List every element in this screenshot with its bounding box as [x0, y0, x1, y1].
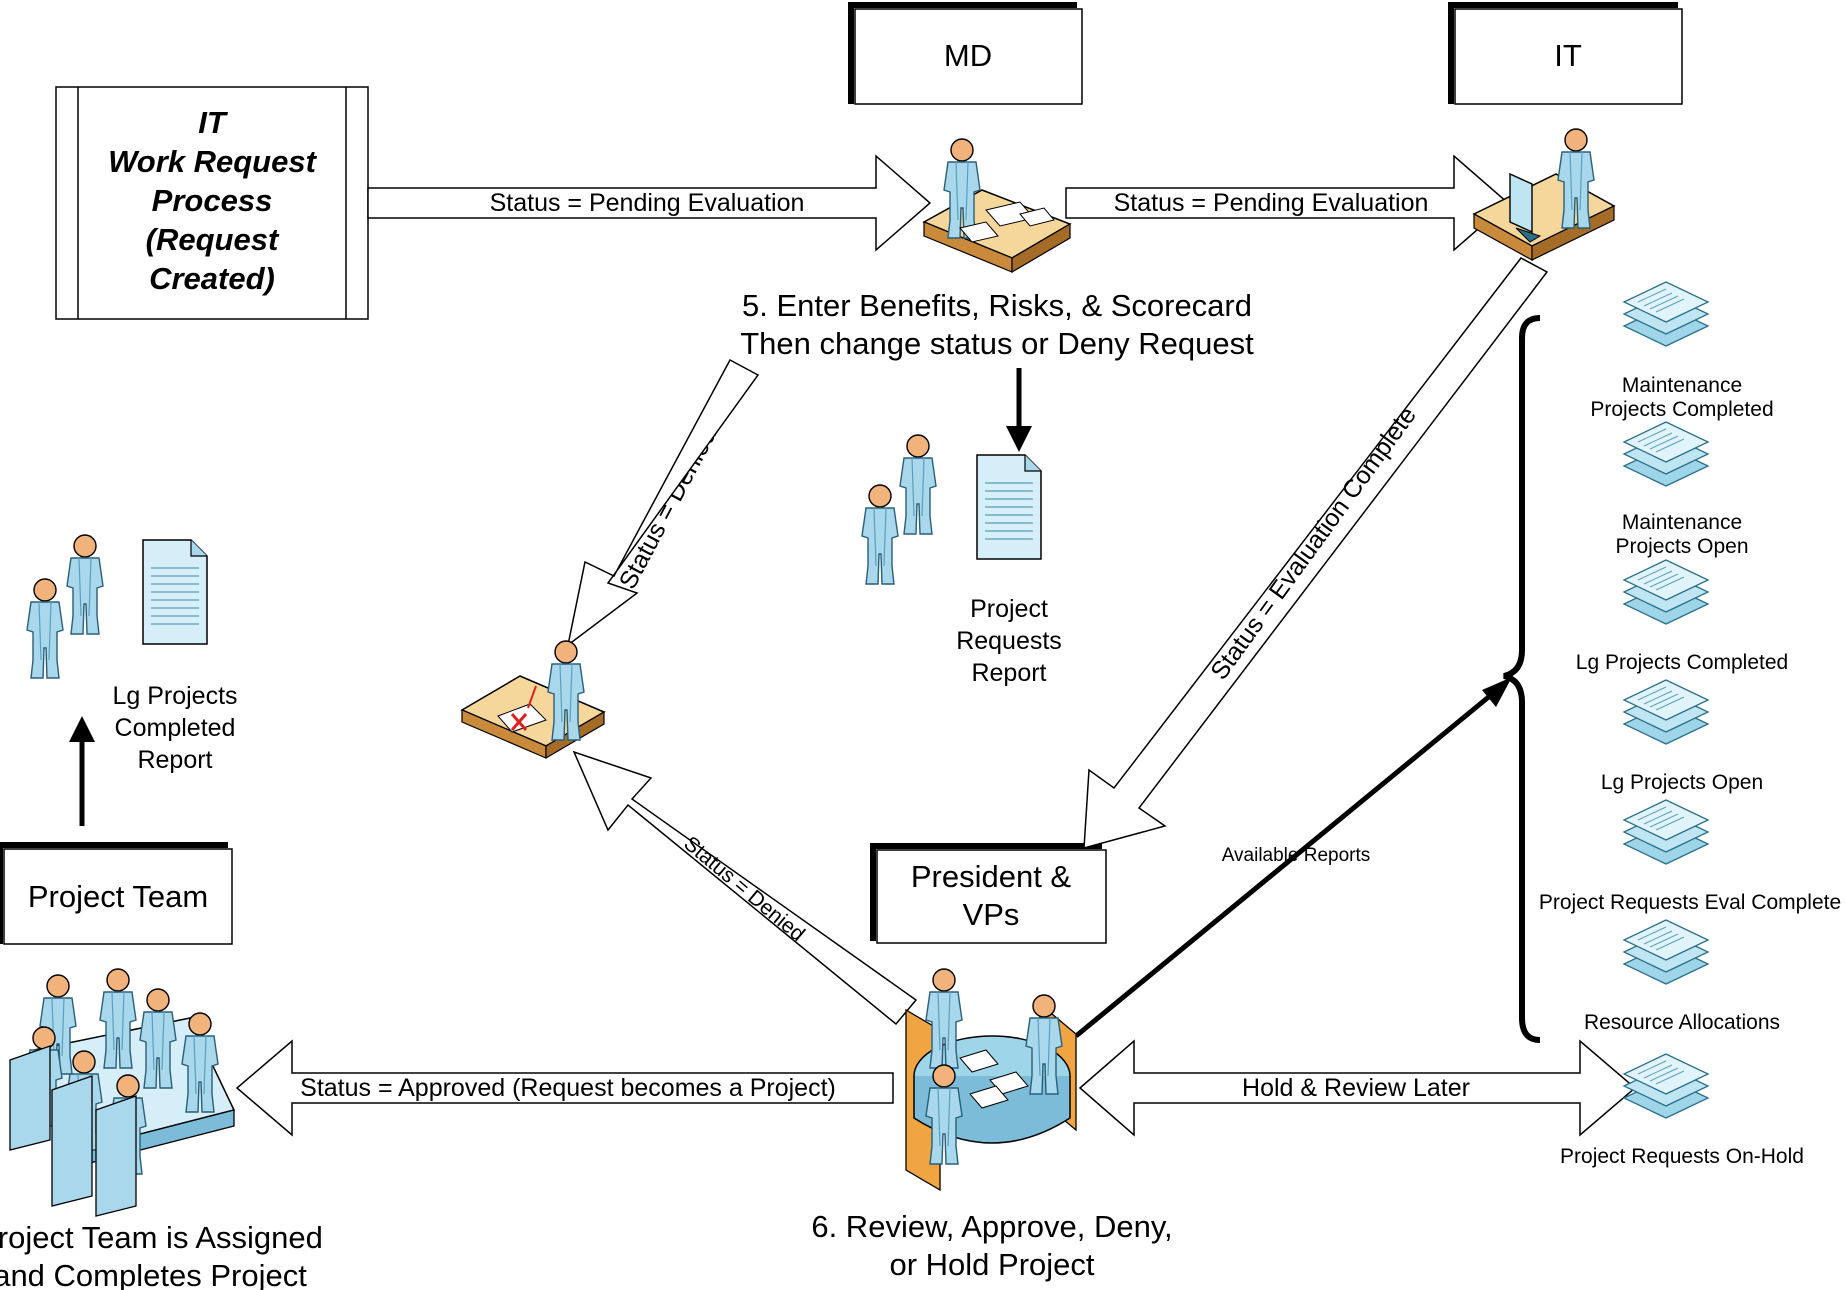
report-stack-on-hold: Project Requests On-Hold	[1560, 1053, 1804, 1168]
title-line-3: Process	[152, 183, 273, 218]
report-lg-open-label: Lg Projects Open	[1601, 771, 1763, 794]
title-line-5: Created)	[149, 261, 275, 296]
step6-line-1: 6. Review, Approve, Deny,	[811, 1209, 1172, 1244]
team-assigned-line-2: and Completes Project	[0, 1258, 307, 1290]
report-lg-completed-label: Lg Projects Completed	[1576, 651, 1788, 674]
it-desk-icon	[1472, 128, 1616, 262]
project-requests-report-line-3: Report	[971, 659, 1046, 687]
role-project-team-label: Project Team	[28, 879, 208, 914]
title-line-2: Work Request	[108, 144, 318, 179]
report-stack-lg-completed: Lg Projects Completed	[1576, 559, 1788, 674]
role-president-line-2: VPs	[963, 897, 1020, 932]
project-team-meeting-icon	[9, 968, 236, 1217]
arrow-available-reports	[1074, 677, 1512, 1038]
report-maintenance-open-line-2: Projects Open	[1615, 535, 1748, 558]
arrow-it-to-president-label: Status = Evaluation Complete	[1205, 402, 1422, 685]
project-requests-report-line-2: Requests	[956, 627, 1062, 655]
arrow-hold-label: Hold & Review Later	[1242, 1074, 1470, 1102]
arrow-title-to-md: Status = Pending Evaluation	[367, 154, 932, 252]
arrow-title-to-md-label: Status = Pending Evaluation	[490, 189, 805, 217]
arrow-md-to-it: Status = Pending Evaluation	[1065, 154, 1510, 252]
arrow-step5-to-report	[1006, 368, 1032, 452]
report-stack-lg-open: Lg Projects Open	[1601, 679, 1763, 794]
md-desk-icon	[922, 138, 1072, 274]
reports-brace	[1503, 315, 1541, 1043]
role-box-md: MD	[848, 2, 1083, 105]
arrow-approved-label: Status = Approved (Request becomes a Pro…	[300, 1074, 836, 1102]
arrow-md-denied-shape	[566, 358, 760, 647]
step5-line-1: 5. Enter Benefits, Risks, & Scorecard	[742, 288, 1252, 323]
report-stack-maintenance-completed: Maintenance Projects Completed	[1590, 281, 1774, 421]
lg-completed-report-line-3: Report	[137, 746, 212, 774]
lg-completed-report-line-1: Lg Projects	[112, 682, 237, 710]
role-md-label: MD	[944, 38, 992, 73]
arrow-approved: Status = Approved (Request becomes a Pro…	[235, 1039, 894, 1137]
role-president-line-1: President &	[911, 859, 1072, 894]
report-maintenance-completed-line-2: Projects Completed	[1590, 398, 1773, 421]
team-assigned-line-1: Project Team is Assigned	[0, 1220, 323, 1255]
title-line-4: (Request	[146, 222, 280, 257]
arrow-hold: Hold & Review Later	[1078, 1039, 1637, 1137]
report-stack-resource-allocations: Resource Allocations	[1584, 919, 1780, 1034]
report-stack-maintenance-open: Maintenance Projects Open	[1615, 421, 1749, 558]
role-box-president: President & VPs	[870, 843, 1107, 944]
arrow-president-denied-label: Status = Denied	[679, 832, 809, 946]
report-stack-eval-complete: Project Requests Eval Complete	[1539, 799, 1841, 914]
project-requests-report-icon	[861, 434, 1042, 585]
president-meeting-icon	[905, 968, 1077, 1192]
report-eval-complete-label: Project Requests Eval Complete	[1539, 891, 1841, 914]
role-box-project-team: Project Team	[0, 842, 233, 945]
report-maintenance-open-line-1: Maintenance	[1622, 511, 1742, 534]
available-reports-label: Available Reports	[1222, 845, 1371, 866]
lg-projects-completed-report-icon	[26, 534, 208, 679]
title-line-1: IT	[198, 105, 229, 140]
arrow-md-to-it-label: Status = Pending Evaluation	[1114, 189, 1429, 217]
role-box-it: IT	[1448, 2, 1683, 105]
arrow-it-to-president	[1083, 257, 1549, 849]
role-it-label: IT	[1554, 38, 1582, 73]
arrow-team-to-report	[69, 716, 95, 826]
report-maintenance-completed-line-1: Maintenance	[1622, 374, 1742, 397]
arrow-president-denied	[572, 750, 918, 1026]
step5-line-2: Then change status or Deny Request	[740, 326, 1254, 361]
step6-line-2: or Hold Project	[889, 1247, 1094, 1282]
title-box: IT Work Request Process (Request Created…	[55, 86, 369, 320]
lg-completed-report-line-2: Completed	[115, 714, 236, 742]
project-requests-report-line-1: Project	[970, 595, 1048, 623]
report-resource-allocations-label: Resource Allocations	[1584, 1011, 1780, 1034]
denial-desk-icon	[460, 640, 606, 760]
report-on-hold-label: Project Requests On-Hold	[1560, 1145, 1804, 1168]
